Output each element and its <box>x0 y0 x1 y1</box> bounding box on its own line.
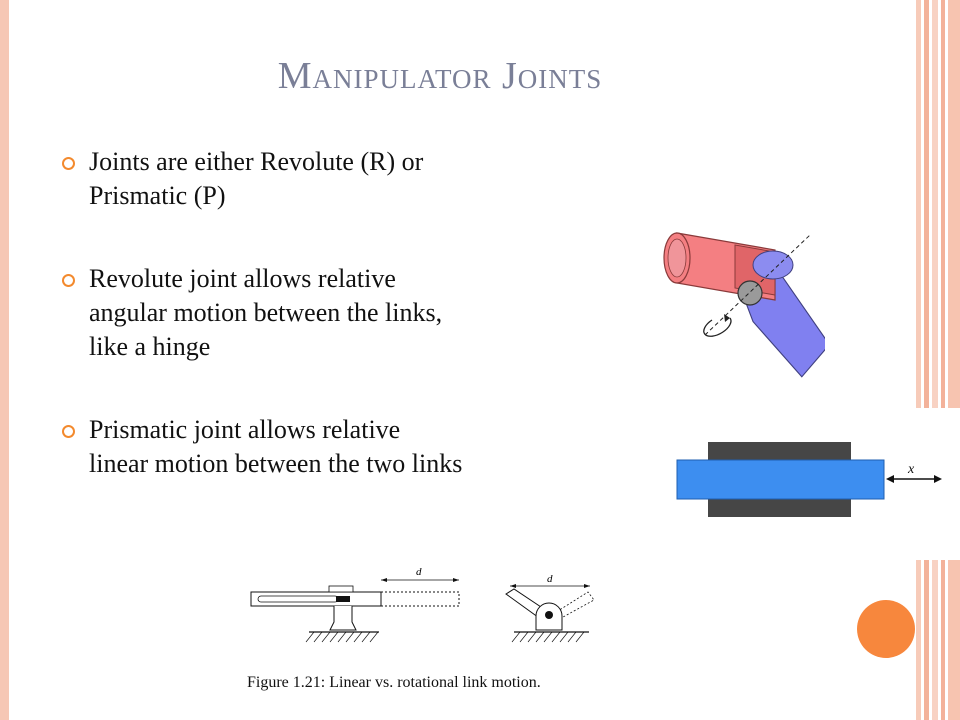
right-stripe-gap <box>916 408 960 560</box>
revolute-joint-figure <box>663 232 825 378</box>
slide-title: Manipulator Joints <box>277 55 603 97</box>
linear-d-label: d <box>416 566 422 578</box>
accent-circle <box>857 600 915 658</box>
bullet-revolute: Revolute joint allows relative angular m… <box>62 262 642 364</box>
bullet-list: Joints are either Revolute (R) or Prisma… <box>62 145 642 530</box>
prismatic-joint-figure: x <box>676 442 942 517</box>
bullet-marker-icon <box>62 425 75 438</box>
right-decorative-stripes <box>916 0 960 720</box>
bullet-marker-icon <box>62 157 75 170</box>
bullet-prismatic: Prismatic joint allows relative linear m… <box>62 413 642 481</box>
left-border <box>0 0 9 720</box>
bullet-marker-icon <box>62 274 75 287</box>
rotational-d-label: d <box>547 573 553 585</box>
link-motion-figure: d d <box>250 566 595 643</box>
prismatic-x-label: x <box>907 462 915 477</box>
bullet-joint-types: Joints are either Revolute (R) or Prisma… <box>62 145 642 213</box>
figure-caption: Figure 1.21: Linear vs. rotational link … <box>247 674 541 691</box>
